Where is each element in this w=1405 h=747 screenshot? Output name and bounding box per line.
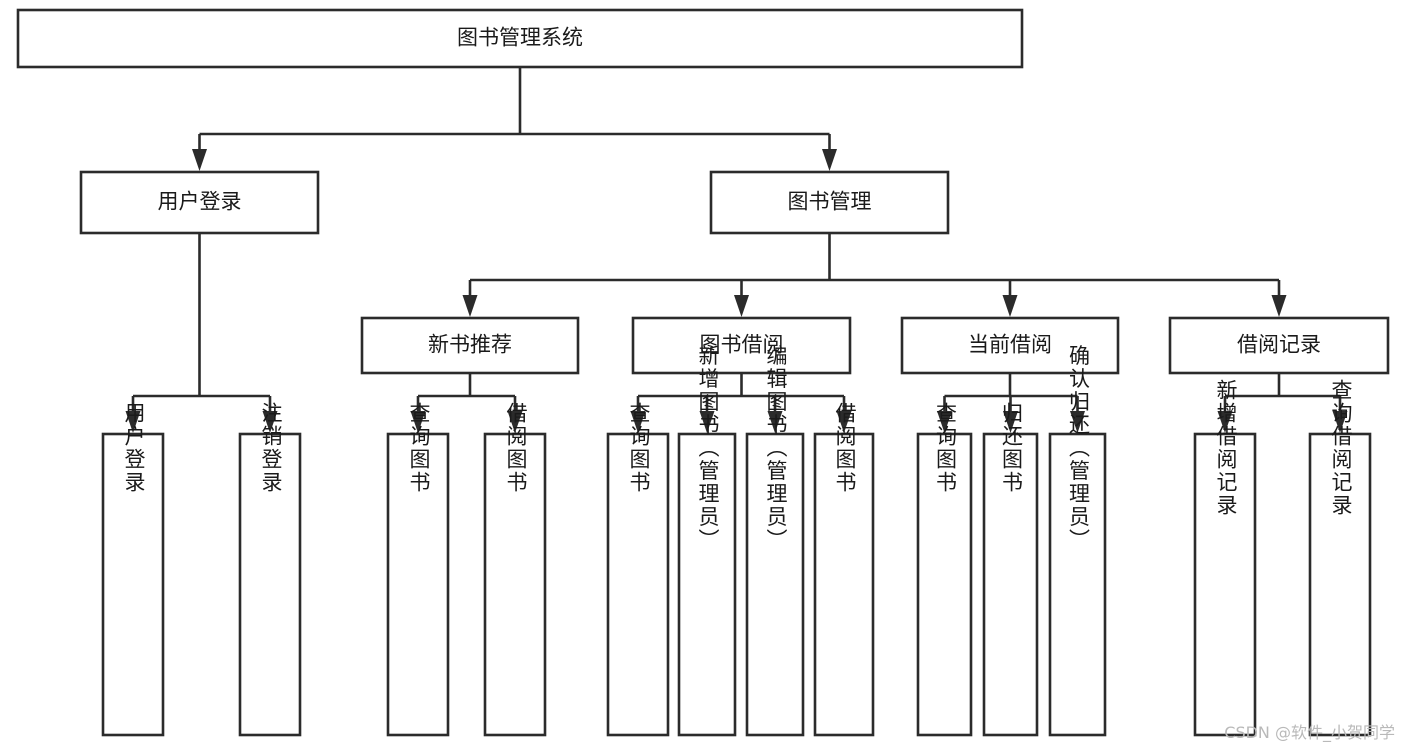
node-l3_5[interactable]: 新增图书（管理员） [677, 345, 737, 737]
node-l3_8[interactable]: 查询图书 [916, 402, 973, 737]
node-l3_4[interactable]: 查询图书 [606, 402, 670, 737]
edge-group [630, 373, 852, 433]
node-l3_3[interactable]: 借阅图书 [483, 402, 547, 737]
node-l3_10[interactable]: 确认归还（管理员） [1048, 345, 1107, 737]
node-label: 查询借阅记录 [1329, 379, 1353, 517]
node-l2_0[interactable]: 新书推荐 [360, 316, 580, 375]
watermark-text: CSDN @软件_小贺同学 [1224, 723, 1395, 742]
node-l3_1[interactable]: 注销登录 [238, 402, 302, 737]
node-l3_9[interactable]: 归还图书 [982, 402, 1039, 737]
edge-group [462, 233, 1287, 317]
node-l2_2[interactable]: 当前借阅 [900, 316, 1120, 375]
node-label: 注销登录 [259, 402, 283, 494]
edge-group [1217, 373, 1348, 433]
node-l2_1[interactable]: 图书借阅 [631, 316, 852, 375]
edges-layer [125, 67, 1348, 433]
node-label: 当前借阅 [968, 333, 1052, 357]
node-label: 借阅图书 [833, 402, 857, 494]
node-label: 图书管理系统 [457, 26, 583, 50]
node-label: 图书借阅 [700, 333, 784, 357]
node-l3_0[interactable]: 用户登录 [101, 402, 165, 737]
node-label: 归还图书 [1000, 402, 1024, 494]
node-label: 新书推荐 [428, 333, 512, 357]
nodes-layer: 图书管理系统用户登录图书管理新书推荐图书借阅当前借阅借阅记录用户登录注销登录查询… [16, 8, 1390, 737]
edge-group [410, 373, 523, 433]
node-label: 查询图书 [627, 402, 651, 494]
node-l3_11[interactable]: 新增借阅记录 [1193, 379, 1257, 737]
edge-group [937, 373, 1085, 433]
node-label: 用户登录 [158, 190, 242, 214]
node-l1_1[interactable]: 图书管理 [709, 170, 950, 235]
node-l2_3[interactable]: 借阅记录 [1168, 316, 1390, 375]
node-label: 编辑图书（管理员） [764, 345, 788, 552]
node-l1_0[interactable]: 用户登录 [79, 170, 320, 235]
node-l3_7[interactable]: 借阅图书 [813, 402, 875, 737]
edge-group [125, 233, 278, 433]
node-label: 查询图书 [934, 402, 958, 494]
edge-group [192, 67, 837, 171]
node-label: 新增借阅记录 [1214, 379, 1238, 517]
node-label: 用户登录 [122, 402, 146, 494]
node-l3_6[interactable]: 编辑图书（管理员） [745, 345, 805, 737]
node-l3_2[interactable]: 查询图书 [386, 402, 450, 737]
node-label: 借阅图书 [504, 402, 528, 494]
node-l3_12[interactable]: 查询借阅记录 [1308, 379, 1372, 737]
node-label: 图书管理 [788, 190, 872, 214]
node-label: 借阅记录 [1237, 333, 1321, 357]
node-label: 确认归还（管理员） [1067, 345, 1091, 552]
node-label: 查询图书 [407, 402, 431, 494]
node-label: 新增图书（管理员） [696, 345, 720, 552]
node-root[interactable]: 图书管理系统 [16, 8, 1024, 69]
